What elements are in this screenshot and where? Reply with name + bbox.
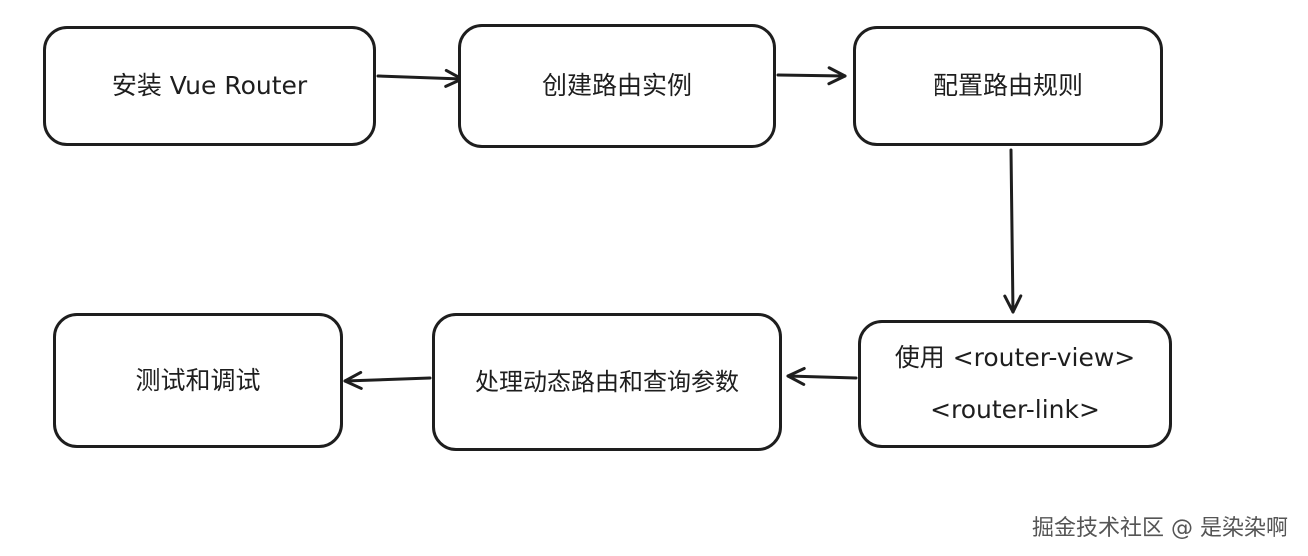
node-label: 创建路由实例	[541, 71, 692, 100]
node-label-line-2: <router-link>	[930, 395, 1100, 424]
node-label: 处理动态路由和查询参数	[475, 367, 739, 396]
arrow-n5-n6	[343, 370, 432, 390]
node-test-and-debug: 测试和调试	[53, 313, 343, 448]
node-label: 安装 Vue Router	[111, 71, 308, 100]
watermark: 掘金技术社区 @ 是染染啊	[1032, 516, 1288, 541]
node-label: 测试和调试	[135, 365, 261, 395]
arrow-n4-n5	[786, 366, 858, 386]
node-configure-routes: 配置路由规则	[853, 26, 1163, 146]
arrow-n2-n3	[776, 66, 847, 86]
node-use-router-view-link: 使用 <router-view> <router-link>	[858, 320, 1172, 448]
arrow-n3-n4	[1003, 148, 1023, 314]
node-create-router-instance: 创建路由实例	[458, 24, 776, 148]
arrow-n1-n2	[376, 68, 464, 88]
node-dynamic-routes-query-params: 处理动态路由和查询参数	[432, 313, 782, 451]
node-label: 配置路由规则	[932, 71, 1083, 100]
node-label-line-1: 使用 <router-view>	[894, 343, 1136, 372]
node-install-vue-router: 安装 Vue Router	[43, 26, 376, 146]
